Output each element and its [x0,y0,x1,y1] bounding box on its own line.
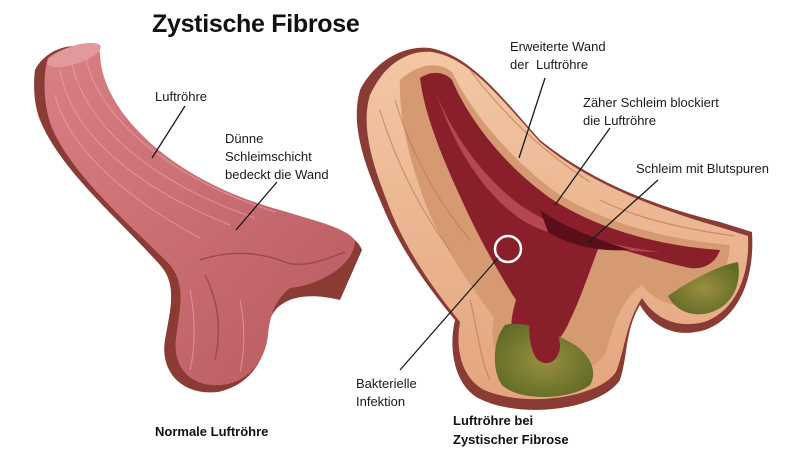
normal-branch-left [199,251,346,266]
normal-tube-texture [54,57,276,373]
cf-trachea-illustration [356,47,753,410]
label-bacterial-infection: Bakterielle Infektion [356,376,417,409]
normal-trachea-illustration [34,42,363,393]
label-blood-mucus: Schleim mit Blutspuren [636,161,769,176]
cf-infection-patch-right [668,262,739,315]
cf-wall-texture [379,69,736,381]
label-trachea: Luftröhre [155,89,208,104]
diagram-title: Zystische Fibrose [152,10,360,38]
caption-normal-trachea: Normale Luftröhre [155,424,269,439]
normal-top-opening [47,42,101,68]
caption-cf-trachea: Luftröhre bei Zystischer Fibrose [453,413,569,447]
cf-blood-mucus [540,210,630,251]
leader-thin-mucus [235,181,278,231]
normal-branch-right [204,274,220,361]
label-thin-mucus-layer: Dünne Schleimschicht bedeckt die Wand [225,131,329,182]
infection-marker-circle [493,234,523,264]
normal-tube [44,47,356,386]
label-widened-wall: Erweiterte Wand der Luftröhre [510,39,606,72]
leader-blood-mucus [587,179,659,244]
leader-viscous-mucus [554,127,611,206]
leader-infection [399,257,499,371]
leader-lines [151,77,659,371]
cf-viscous-mucus [420,72,720,354]
leader-widened-wall [518,77,546,159]
leader-trachea [151,105,186,159]
label-viscous-mucus: Zäher Schleim blockiert die Luftröhre [583,95,719,128]
cf-branch-mucus [529,300,560,364]
cf-mucus-streak [435,90,660,252]
